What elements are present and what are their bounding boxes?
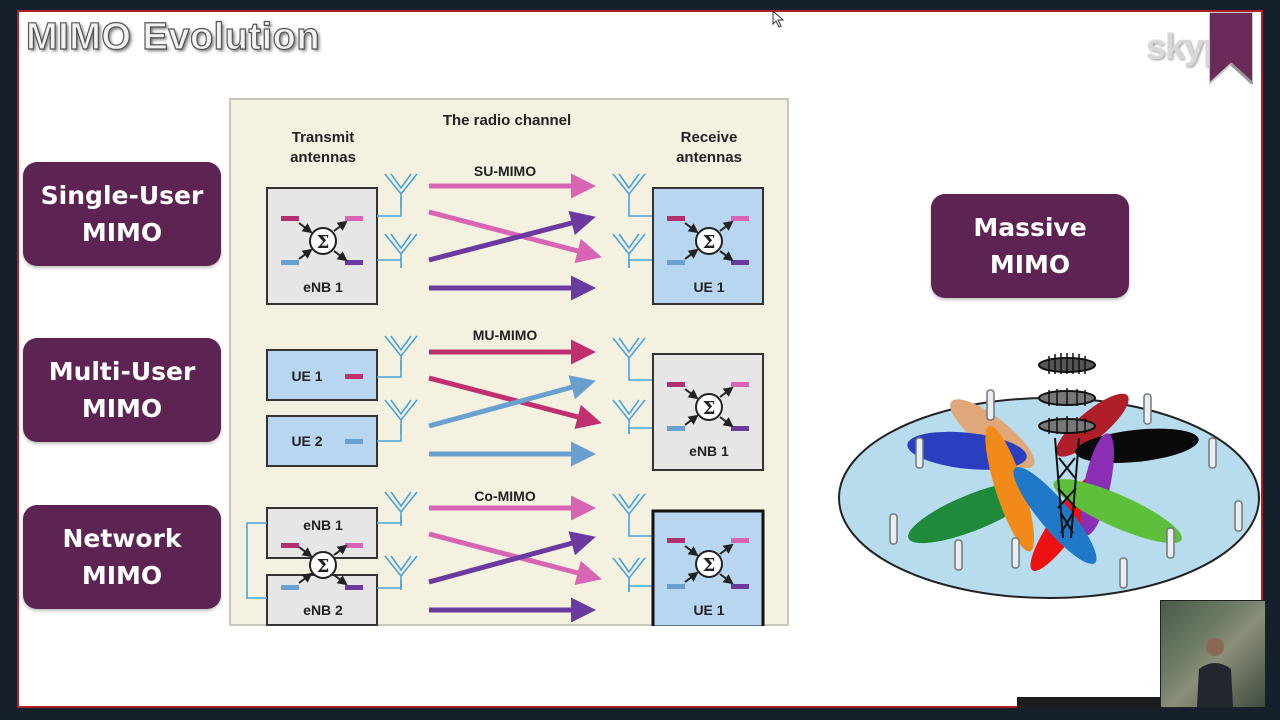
tx-node-label: eNB 1 [303, 279, 343, 295]
tx2-node-label: UE 2 [291, 433, 322, 449]
webcam-video-thumbnail[interactable] [1160, 600, 1266, 708]
enb1-box [266, 507, 378, 559]
label-line: Massive [973, 213, 1087, 242]
call-control-bar[interactable] [1017, 697, 1160, 708]
label-line: MIMO [81, 218, 163, 247]
header-receive-line1: Receive [681, 129, 738, 146]
person-silhouette [1197, 638, 1233, 707]
label-line: MIMO [81, 561, 163, 590]
co-mimo-row: eNB 1 eNB 2 Co-MIMO [246, 488, 765, 626]
label-line: Single-User [40, 181, 204, 210]
su-mimo-row: eNB 1 SU-MIMO UE 1 [266, 163, 764, 305]
header-transmit-line1: Transmit [292, 129, 355, 146]
mu-mimo-row: UE 1 UE 2 MU-MIMO eNB 1 [266, 327, 764, 471]
slide-title: MIMO Evolution [25, 15, 321, 58]
cursor-icon [772, 10, 785, 28]
rx-node-label: UE 1 [693, 279, 724, 295]
label-line: Network [62, 524, 182, 553]
enb2-box [266, 574, 378, 626]
cell-tower-icon [1038, 353, 1096, 539]
header-radio-channel: The radio channel [443, 112, 571, 129]
mimo-diagram: Σ Transmit antennas The radio channel Re… [229, 98, 789, 626]
tx1-node-label: eNB 1 [303, 517, 343, 533]
mode-label-mu-mimo: MU-MIMO [473, 327, 538, 343]
rx-node-label: UE 1 [693, 602, 724, 618]
mode-label-co-mimo: Co-MIMO [474, 488, 536, 504]
skype-ribbon-icon [1209, 12, 1253, 84]
ue2-box [266, 415, 378, 467]
massive-mimo-illustration [838, 353, 1260, 599]
mode-label-su-mimo: SU-MIMO [474, 163, 536, 179]
header-transmit-line2: antennas [290, 149, 356, 166]
user-devices [889, 389, 1243, 589]
label-line: Multi-User [48, 357, 196, 386]
label-line: MIMO [81, 394, 163, 423]
label-line: MIMO [989, 250, 1071, 279]
tx2-node-label: eNB 2 [303, 602, 343, 618]
header-receive-line2: antennas [676, 149, 742, 166]
tx1-node-label: UE 1 [291, 368, 322, 384]
rx-node-label: eNB 1 [689, 443, 729, 459]
